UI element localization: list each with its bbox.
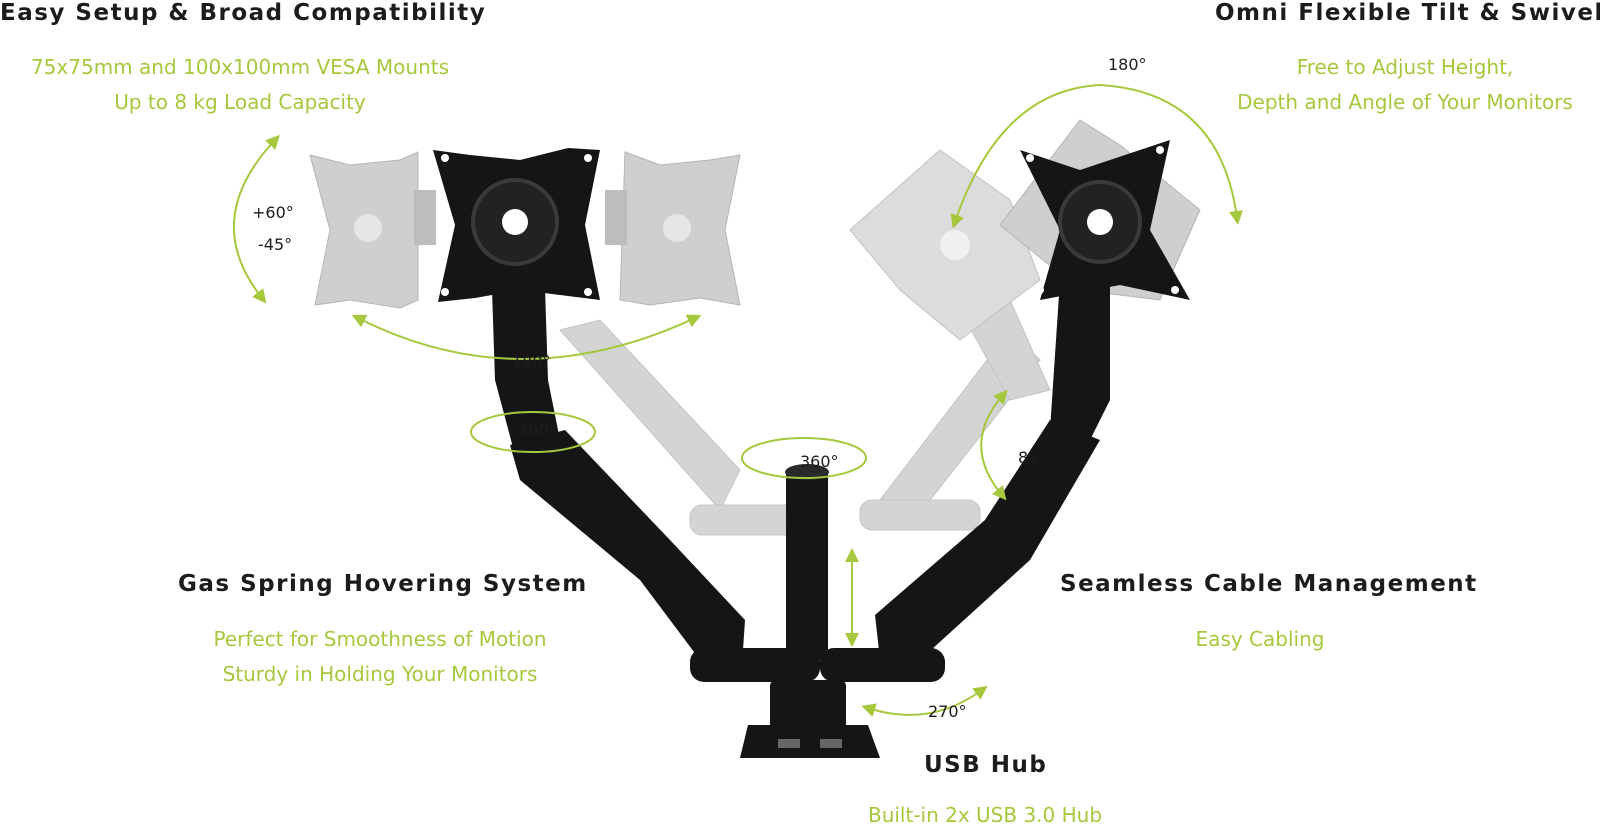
feature-cable-title: Seamless Cable Management bbox=[1060, 571, 1478, 597]
rotate-right-angle-label: 180° bbox=[1108, 55, 1147, 74]
joint-rotation-ring bbox=[470, 411, 596, 453]
pole-top-angle-label: 360° bbox=[800, 452, 839, 471]
feature-cable-line1: Easy Cabling bbox=[1195, 627, 1325, 651]
tilt-up-angle-label: +60° bbox=[252, 203, 294, 222]
feature-gas-line1: Perfect for Smoothness of Motion bbox=[213, 627, 547, 651]
ghost-vesa-plate-left bbox=[309, 151, 436, 309]
feature-setup-line2: Up to 8 kg Load Capacity bbox=[114, 90, 366, 114]
feature-setup-line1: 75x75mm and 100x100mm VESA Mounts bbox=[30, 55, 450, 79]
arm-right-angle-label: 83° bbox=[1018, 448, 1047, 467]
feature-setup-title: Easy Setup & Broad Compatibility bbox=[0, 0, 487, 26]
arm-angle-arrow bbox=[980, 389, 1008, 501]
feature-usb-line1: Built-in 2x USB 3.0 Hub bbox=[867, 803, 1103, 827]
rotate-arrow-right bbox=[950, 83, 1243, 229]
vesa-plate-left bbox=[433, 148, 600, 302]
black-arm-right bbox=[820, 275, 1110, 682]
feature-gas-line2: Sturdy in Holding Your Monitors bbox=[222, 662, 538, 686]
tilt-arrow bbox=[233, 134, 280, 304]
feature-tilt-line1: Free to Adjust Height, bbox=[1296, 55, 1514, 79]
base-rotation-arrow bbox=[861, 685, 988, 717]
ghost-vesa-plate-right bbox=[605, 151, 741, 306]
feature-tilt-line2: Depth and Angle of Your Monitors bbox=[1237, 90, 1573, 114]
feature-gas-title: Gas Spring Hovering System bbox=[178, 571, 588, 597]
base-angle-label: 270° bbox=[928, 702, 967, 721]
pole bbox=[770, 464, 846, 730]
tilt-down-angle-label: -45° bbox=[258, 235, 293, 254]
swivel-left-angle-label: 180° bbox=[512, 352, 551, 371]
feature-tilt-title: Omni Flexible Tilt & Swivel bbox=[1215, 0, 1600, 26]
swivel-arrow-left bbox=[351, 314, 702, 360]
joint-left-angle-label: 360° bbox=[518, 420, 557, 439]
pole-rotation-ring bbox=[741, 437, 867, 479]
feature-usb-title: USB Hub bbox=[924, 752, 1048, 778]
motion-arrows bbox=[233, 83, 1243, 717]
clamp-base bbox=[740, 725, 880, 758]
